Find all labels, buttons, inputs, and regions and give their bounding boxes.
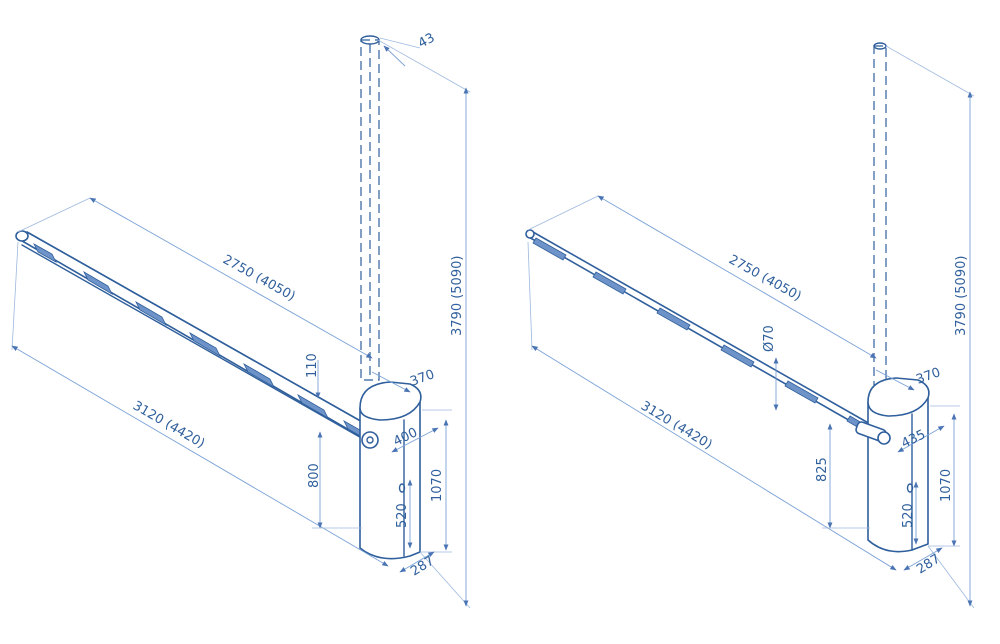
left-raised-boom xyxy=(360,35,380,381)
right-barrier: 2750 (4050) 3120 (4420) 3790 (5090) Ø70 … xyxy=(525,42,975,609)
right-housing-height-label: 1070 xyxy=(939,469,954,502)
left-total-length-label: 3120 (4420) xyxy=(130,398,207,451)
left-boom-width-label: 43 xyxy=(416,31,438,52)
left-pivot-height-label: 800 xyxy=(307,463,322,488)
right-vertical-height-label: 3790 (5090) xyxy=(954,256,969,336)
left-barrier: 2750 (4050) 3120 (4420) 3790 (5090) 43 1… xyxy=(11,31,471,609)
right-housing-depth-label: 370 xyxy=(914,365,942,388)
right-base-width-label: 287 xyxy=(914,552,943,578)
right-dimensions xyxy=(527,45,975,609)
left-lock-icon xyxy=(398,483,406,493)
left-housing-height-label: 1070 xyxy=(430,469,445,502)
left-housing xyxy=(359,381,422,560)
right-boom-length-label: 2750 (4050) xyxy=(726,252,804,304)
right-lock-icon xyxy=(906,483,914,493)
right-boom-diameter-label: Ø70 xyxy=(762,325,777,352)
right-housing xyxy=(855,377,930,553)
right-raised-boom xyxy=(873,42,887,389)
right-door-height-label: 520 xyxy=(901,503,916,528)
left-vertical-height-label: 3790 (5090) xyxy=(450,256,465,336)
right-boom xyxy=(525,229,887,439)
left-boom-stripe xyxy=(33,243,57,263)
right-boom-stripe xyxy=(532,237,567,261)
left-housing-depth-label: 370 xyxy=(408,367,436,390)
left-base-width-label: 287 xyxy=(408,554,437,580)
left-boom xyxy=(15,230,381,445)
left-boom-height-label: 110 xyxy=(305,353,320,378)
left-door-height-label: 520 xyxy=(395,503,410,528)
right-pivot-height-label: 825 xyxy=(815,457,830,482)
left-dimensions xyxy=(11,37,471,609)
right-total-length-label: 3120 (4420) xyxy=(638,399,715,453)
